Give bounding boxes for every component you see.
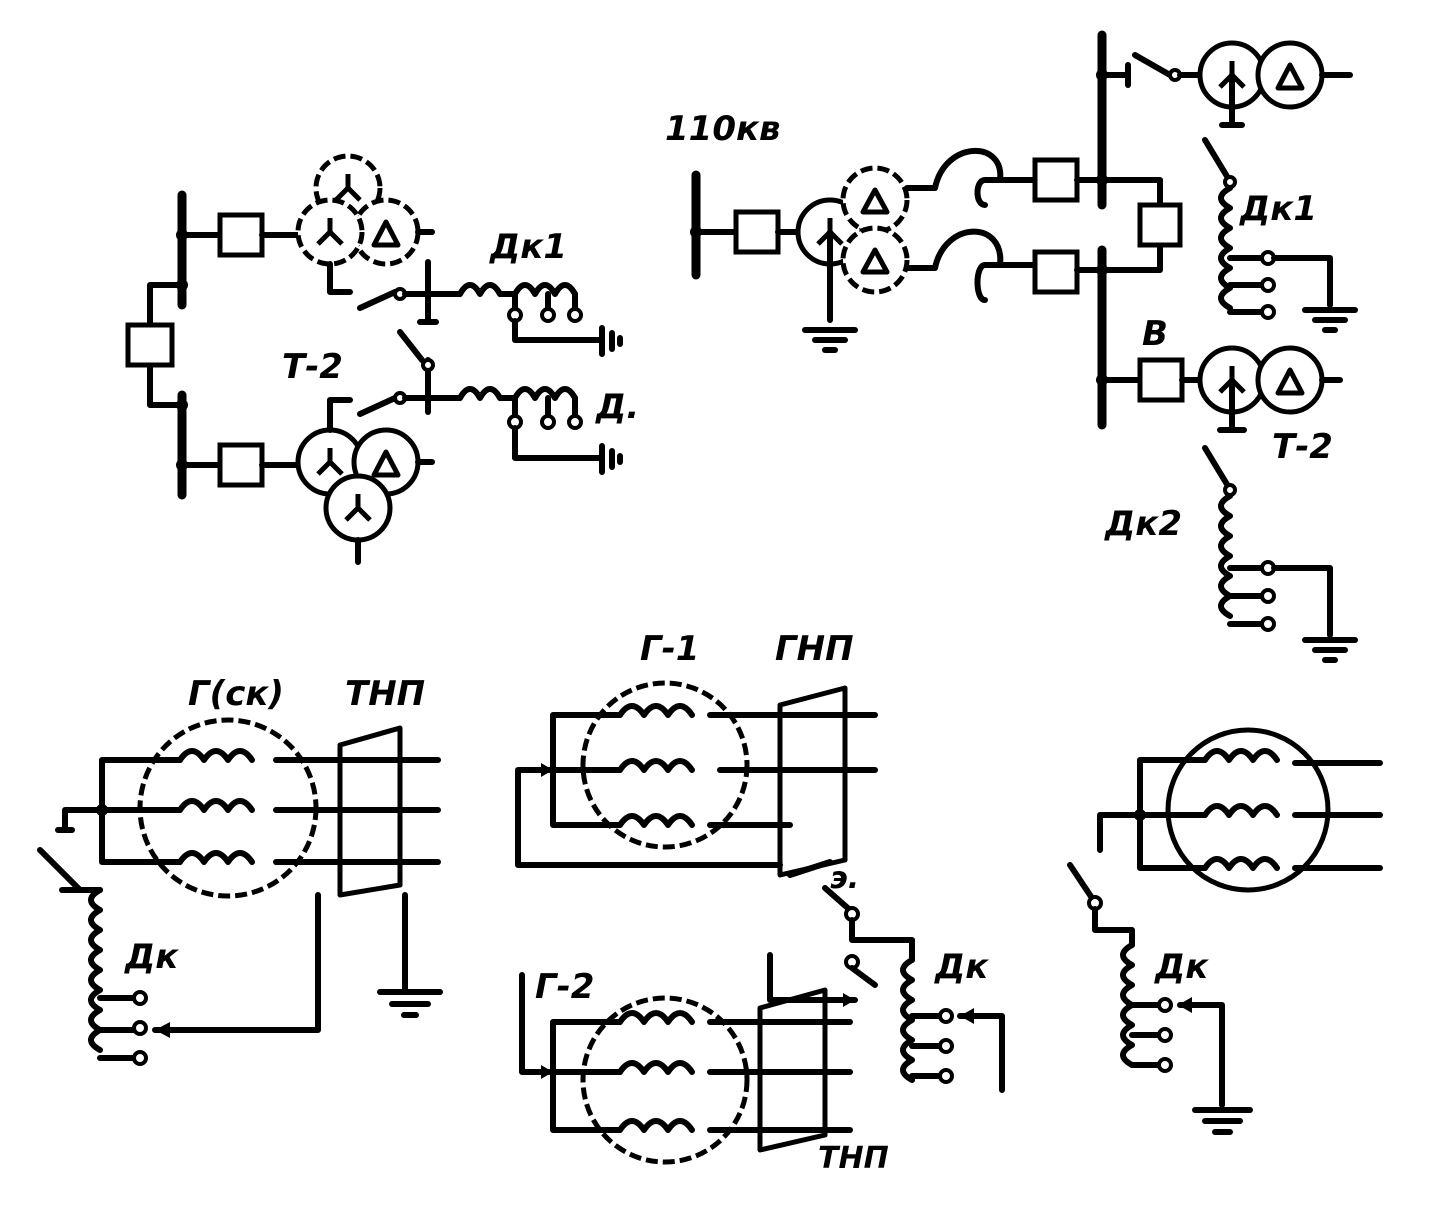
label-tnp-left: ТНП	[345, 674, 425, 714]
stator-winding	[617, 1118, 695, 1133]
scheme-top-left: Дк1	[125, 153, 639, 565]
transformer-winding	[840, 165, 910, 235]
section-breaker	[1137, 202, 1183, 248]
disconnector	[1202, 137, 1231, 181]
stator-winding	[1202, 803, 1280, 818]
breaker-110kv	[733, 209, 781, 255]
label-generator-sk: Г(ск)	[188, 674, 284, 714]
transformer-winding	[840, 225, 910, 295]
coil-lead	[425, 282, 518, 297]
breaker-section-1	[1032, 157, 1080, 203]
arc-suppression-coil-dk-middle	[900, 957, 915, 1083]
disconnector	[1067, 862, 1095, 901]
current-limiting-reactor	[904, 228, 1004, 303]
stator-winding	[617, 1060, 695, 1075]
label-gnp: ГНП	[775, 629, 854, 669]
stator-winding	[1202, 856, 1280, 871]
current-limiting-reactor	[904, 147, 1004, 208]
scheme-bottom-right: Дк	[1067, 727, 1383, 1135]
label-tnp-middle: ТНП	[818, 1141, 889, 1176]
disconnector	[37, 847, 83, 893]
stator-winding	[617, 758, 695, 773]
label-110kv: 110кв	[665, 109, 781, 149]
transformer-winding	[1255, 345, 1325, 415]
label-g1: Г-1	[640, 629, 699, 669]
breaker-v	[1137, 357, 1185, 403]
sectional-link	[147, 282, 185, 408]
stator-winding	[1202, 748, 1280, 763]
breaker-section-2	[1032, 249, 1080, 295]
label-t2-right: Т-2	[1272, 427, 1333, 467]
disconnector	[822, 885, 853, 913]
arc-suppression-coil-2	[512, 386, 578, 401]
disconnector	[849, 965, 878, 988]
generator-neutral-transformer-gnp	[777, 685, 848, 878]
split-winding-transformer	[795, 165, 910, 323]
neutral-transformer-tnp	[337, 725, 403, 898]
stator-winding	[177, 748, 255, 763]
disconnector	[1202, 445, 1231, 489]
label-g2: Г-2	[535, 967, 594, 1007]
label-d: Д.	[595, 387, 639, 427]
scheme-bottom-left: Г(ск) ТНП Дк	[37, 674, 443, 1066]
neutral-transformer-tnp-middle	[757, 987, 828, 1153]
label-dk2: Дк2	[1104, 504, 1182, 544]
label-gnp-mark: э.	[830, 861, 859, 896]
stator-winding	[177, 798, 255, 813]
label-dk-middle: Дк	[934, 947, 989, 987]
transformer-t1	[295, 153, 435, 295]
stator-winding	[617, 703, 695, 718]
label-dk1-right: Дк1	[1239, 189, 1317, 229]
label-dk-right: Дк	[1154, 947, 1209, 987]
disconnector	[357, 289, 398, 311]
breaker-upper	[217, 212, 265, 258]
stator-winding	[617, 813, 695, 828]
transformer-t2	[295, 397, 435, 565]
arc-suppression-coil-dk1	[1218, 185, 1233, 311]
arc-suppression-coil-dk	[88, 887, 103, 1053]
label-dk-left: Дк	[124, 937, 179, 977]
disconnector	[357, 395, 398, 417]
coil-lead	[425, 386, 518, 401]
label-t2: Т-2	[282, 347, 343, 387]
transformer-winding	[1255, 40, 1325, 110]
stator-winding	[617, 1010, 695, 1025]
label-dk1: Дк1	[489, 227, 567, 267]
disconnector	[1132, 52, 1173, 78]
stator-winding	[177, 850, 255, 865]
label-breaker-v: В	[1142, 314, 1168, 354]
section-breaker	[125, 322, 175, 368]
arc-suppression-coil-1	[512, 282, 578, 297]
scheme-top-right: 110кв	[665, 30, 1358, 663]
breaker-lower	[217, 442, 265, 488]
generator-g2-stator	[580, 995, 750, 1165]
scheme-bottom-middle: Г-1 ГНП э. Дк Г-2	[515, 629, 1005, 1176]
